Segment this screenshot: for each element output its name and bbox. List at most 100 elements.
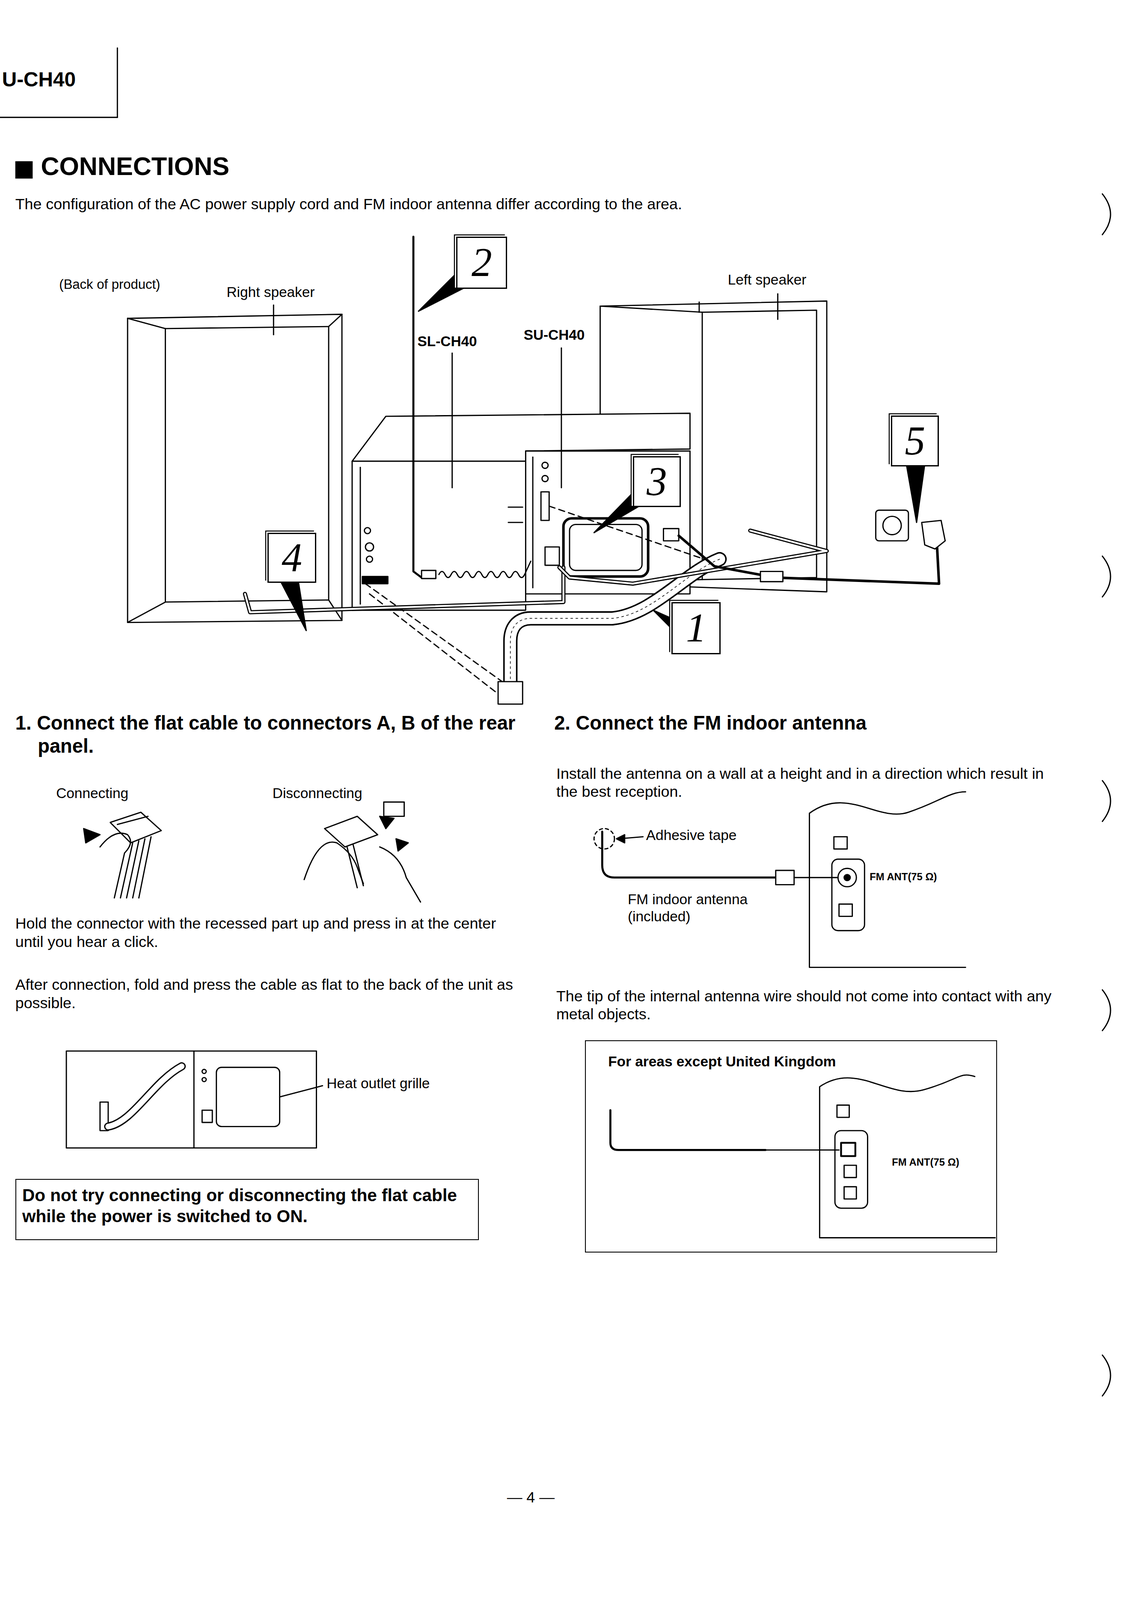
antenna-terminal [508, 506, 523, 508]
callout-number: 5 [890, 415, 939, 467]
hand-icon [379, 846, 421, 903]
part-name: Heat outlet grille [326, 1074, 430, 1093]
speaker-edge [127, 318, 166, 329]
callout-number: 1 [671, 602, 721, 655]
leader-arrow [616, 834, 625, 844]
binding-mark [1102, 989, 1111, 1031]
connector-a [362, 576, 389, 584]
instruction-text: Hold the connector with the recessed par… [15, 914, 516, 952]
heading-square [15, 161, 33, 179]
speaker-edge [127, 602, 166, 623]
ac-inlet [663, 528, 679, 541]
callout-digit: 5 [905, 420, 926, 462]
instruction-text: Install the antenna on a wall at a heigh… [556, 764, 1057, 802]
unit-sketch [66, 1050, 317, 1149]
terminal-square [839, 904, 853, 917]
speaker-cabinet [127, 314, 342, 623]
part-name: Adhesive tape [646, 826, 737, 844]
unit-sketch [193, 1050, 195, 1149]
model-number: U-CH40 [2, 67, 76, 92]
header-rule [116, 47, 119, 118]
part-name: Right speaker [226, 283, 315, 301]
hand-icon [100, 833, 131, 898]
callout-number: 2 [456, 236, 508, 289]
binding-mark [1102, 780, 1111, 822]
jack [364, 527, 371, 534]
speaker-edge [328, 314, 342, 327]
icon-caption: Disconnecting [272, 784, 363, 802]
leader-line [273, 305, 275, 335]
fm-indoor-antenna [610, 1110, 766, 1150]
amplifier-unit-back [525, 451, 690, 594]
callout-digit: 2 [471, 242, 493, 283]
flat-cable [510, 559, 720, 684]
guide-line [365, 583, 503, 682]
power-cord [678, 535, 939, 584]
icon-caption: Connecting [56, 784, 129, 802]
cable-icon [347, 844, 364, 888]
unit-name: SL-CH40 [417, 332, 478, 351]
terminal-square [844, 1165, 857, 1178]
antenna-terminal [508, 521, 523, 523]
cable-icon [120, 836, 152, 898]
heat-outlet-grille [216, 1067, 280, 1127]
speaker-back-panel [702, 310, 817, 580]
leader-line [279, 1085, 323, 1097]
pull-arrow [379, 816, 394, 829]
pull-arrow [395, 838, 409, 852]
note-text: For areas except United Kingdom [608, 1053, 836, 1071]
binding-mark [1102, 1355, 1111, 1396]
antenna-plug [775, 870, 795, 885]
page-heading: CONNECTIONS [40, 151, 230, 182]
unit-name: SU-CH40 [523, 326, 585, 344]
jack [542, 475, 549, 482]
fm-antenna-wire [413, 236, 422, 578]
power-plug-inline [760, 571, 783, 582]
connector-icon [383, 801, 405, 817]
terminal-square [837, 1104, 850, 1118]
page-number: — 4 — [489, 1488, 572, 1507]
speaker-wire [559, 530, 827, 584]
antenna-wire [765, 1149, 840, 1151]
connector-icon [117, 816, 149, 825]
flat-cable [510, 559, 720, 684]
tuner-unit-back [352, 461, 526, 611]
region-note-box: For areas except United KingdomFM ANT(75… [584, 1040, 998, 1253]
callout-digit: 3 [646, 461, 668, 502]
callout-number: 4 [267, 532, 317, 583]
callout-digit: 4 [281, 537, 303, 579]
loop-antenna [563, 518, 649, 577]
leader-line [451, 353, 453, 488]
flat-cable [108, 1066, 182, 1127]
terminal-panel [834, 1130, 868, 1209]
callout-pointer [279, 579, 307, 631]
power-plug [921, 520, 946, 550]
step-heading: 1. Connect the flat cable to connectors … [15, 711, 532, 759]
rear-panel [819, 1074, 995, 1238]
wall-outlet [875, 510, 909, 541]
connector-icon [110, 812, 162, 844]
antenna-coil-cord [439, 561, 532, 578]
terminal-panel [831, 859, 865, 931]
binding-mark [1102, 193, 1111, 235]
warning-box: Do not try connecting or disconnecting t… [15, 1178, 479, 1241]
flat-cable-connector [498, 681, 523, 704]
intro-note: The configuration of the AC power supply… [15, 195, 894, 214]
flat-cable [108, 1066, 182, 1127]
terminal-name: FM ANT(75 Ω) [869, 870, 937, 884]
jack [366, 556, 373, 563]
antenna-plug [421, 570, 436, 579]
callout-number: 3 [632, 456, 681, 508]
fm-terminal [840, 1142, 855, 1157]
leader-line [777, 293, 779, 320]
unit-sketch [201, 1077, 207, 1082]
leader-line [560, 347, 562, 488]
connector-b [540, 491, 550, 521]
instruction-text: The tip of the internal antenna wire sho… [556, 987, 1057, 1025]
instruction-text: After connection, fold and press the cab… [15, 975, 516, 1013]
unit-edge [359, 467, 362, 605]
unit-sketch [201, 1110, 213, 1123]
header-rule [0, 116, 118, 119]
wall-outlet [882, 516, 902, 535]
